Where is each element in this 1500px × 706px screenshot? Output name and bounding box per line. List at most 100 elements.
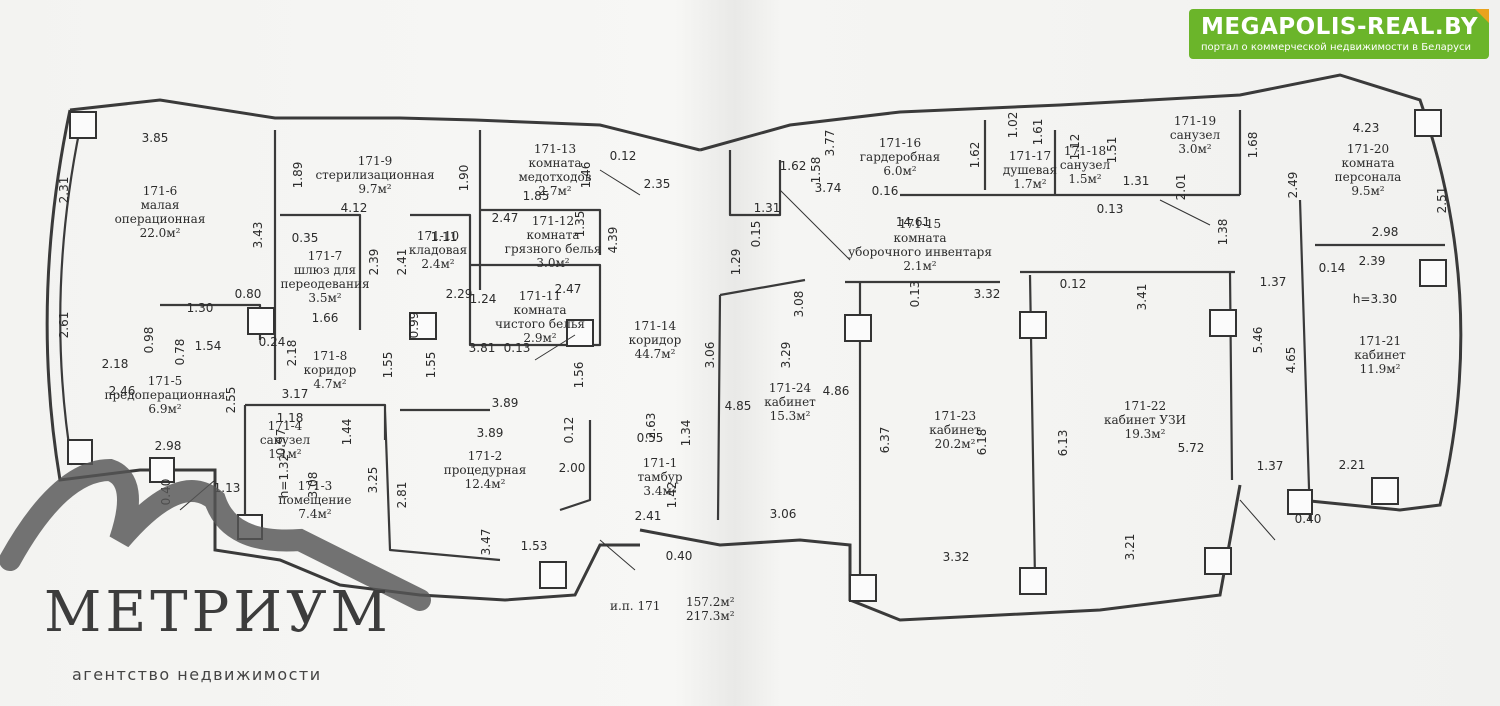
outer-wall-left (45, 98, 701, 602)
dimension-label: 2.51 (1435, 187, 1449, 214)
pillar (566, 319, 594, 347)
pillar (1371, 477, 1399, 505)
dimension-label: 1.11 (431, 230, 458, 244)
dimension-label: 2.29 (446, 287, 473, 301)
dimension-label: 3.06 (770, 507, 797, 521)
dimension-label: 1.18 (277, 411, 304, 425)
dimension-label: 1.68 (1246, 132, 1260, 159)
dimension-label: 2.49 (1286, 172, 1300, 199)
leader-line (1239, 499, 1276, 541)
badge-corner (1475, 9, 1489, 23)
dimension-label: 0.13 (504, 341, 531, 355)
dimension-label: h=3.30 (1353, 292, 1397, 306)
dimension-label: 0.98 (142, 327, 156, 354)
pillar (69, 111, 97, 139)
dimension-label: 6.13 (1056, 430, 1070, 457)
dimension-label: 0.97 (274, 429, 288, 456)
dimension-label: 2.41 (395, 249, 409, 276)
dimension-label: 1.35 (573, 211, 587, 238)
dimension-label: 1.51 (1105, 137, 1119, 164)
dimension-label: 2.47 (492, 211, 519, 225)
dimension-label: 3.29 (779, 342, 793, 369)
dimension-label: 1.66 (312, 311, 339, 325)
dimension-label: 0.55 (637, 431, 664, 445)
dimension-label: 2.00 (559, 461, 586, 475)
dimension-label: 3.89 (477, 426, 504, 440)
dimension-label: 1.29 (729, 249, 743, 276)
agency-name: МЕТРИУМ (44, 580, 392, 645)
dimension-label: 0.14 (1319, 261, 1346, 275)
plan-summary-label: и.п. 171 (610, 599, 660, 613)
dimension-label: 3.21 (1123, 534, 1137, 561)
dimension-label: 2.47 (555, 282, 582, 296)
dimension-label: 3.43 (251, 222, 265, 249)
dimension-label: 3.81 (469, 341, 496, 355)
dimension-label: 2.18 (285, 340, 299, 367)
dimension-label: 1.90 (457, 165, 471, 192)
dimension-label: 0.24 (259, 335, 286, 349)
site-badge[interactable]: MEGAPOLIS-REAL.BY портал о коммерческой … (1189, 9, 1489, 59)
dimension-label: 2.21 (1339, 458, 1366, 472)
dimension-label: 1.34 (679, 420, 693, 447)
dimension-label: 0.16 (872, 184, 899, 198)
dimension-label: 1.30 (187, 301, 214, 315)
pillar (409, 312, 437, 340)
pillar (67, 439, 93, 465)
dimension-label: 1.37 (1257, 459, 1284, 473)
dimension-label: 0.40 (1295, 512, 1322, 526)
dimension-label: 1.42 (665, 482, 679, 509)
dimension-label: 2.01 (1174, 174, 1188, 201)
dimension-label: 14.61 (896, 215, 930, 229)
dimension-label: 0.35 (292, 231, 319, 245)
dimension-label: 3.17 (282, 387, 309, 401)
dimension-label: 2.39 (1359, 254, 1386, 268)
pillar (247, 307, 275, 335)
leader-line (1159, 199, 1211, 226)
site-name: MEGAPOLIS-REAL.BY (1201, 14, 1479, 40)
dimension-label: 2.61 (57, 312, 71, 339)
dimension-label: 3.25 (366, 467, 380, 494)
dimension-label: 0.13 (908, 281, 922, 308)
dimension-label: 1.46 (579, 162, 593, 189)
dimension-label: 2.18 (102, 357, 129, 371)
leader-line (534, 334, 576, 361)
dimension-label: 3.77 (823, 130, 837, 157)
dimension-label: 2.46 (109, 384, 136, 398)
dimension-label: 4.12 (341, 201, 368, 215)
pillar (1204, 547, 1232, 575)
dimension-label: 2.55 (224, 387, 238, 414)
dimension-label: 2.98 (155, 439, 182, 453)
dimension-label: 3.32 (974, 287, 1001, 301)
dimension-label: 1.89 (291, 162, 305, 189)
dimension-label: 3.74 (815, 181, 842, 195)
dimension-label: h=1.32 (277, 454, 291, 498)
dimension-label: 3.32 (943, 550, 970, 564)
dimension-label: 4.85 (725, 399, 752, 413)
dimension-label: 1.12 (1068, 134, 1082, 161)
dimension-label: 4.86 (823, 384, 850, 398)
agency-logo-mark (0, 458, 431, 611)
dimension-label: 3.85 (142, 131, 169, 145)
pillar (844, 314, 872, 342)
pillar (1209, 309, 1237, 337)
leader-line (599, 169, 641, 196)
dimension-label: 1.44 (340, 419, 354, 446)
dimension-label: 2.39 (367, 249, 381, 276)
dimension-label: 5.46 (1251, 327, 1265, 354)
dimension-label: 2.63 (644, 413, 658, 440)
dimension-label: 1.02 (1006, 112, 1020, 139)
dimension-label: 1.55 (381, 352, 395, 379)
